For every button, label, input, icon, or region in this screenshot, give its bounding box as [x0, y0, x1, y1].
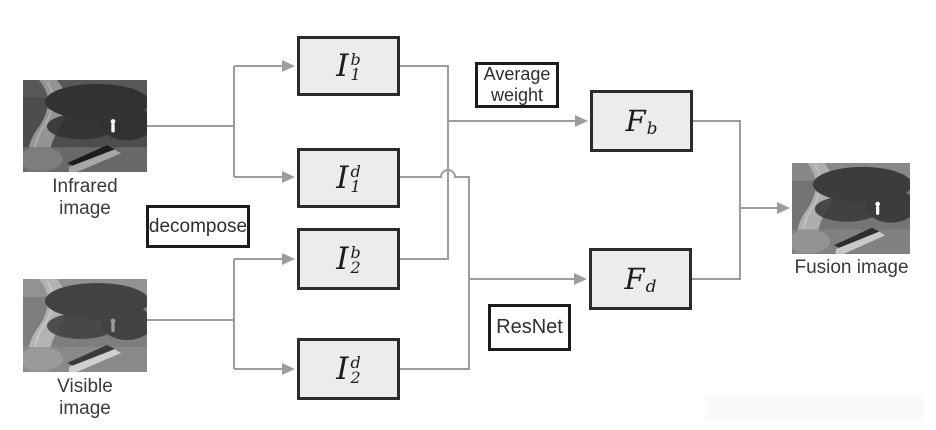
connector-output-merge: [692, 120, 778, 280]
math-sub: 1: [350, 177, 361, 196]
math-sub: d: [645, 277, 657, 297]
math-base: I: [336, 240, 349, 277]
math-sup: d: [350, 352, 361, 372]
connector-detail-merge: [399, 169, 575, 370]
decompose-label-box: decompose: [146, 205, 250, 248]
math-base: I: [336, 47, 349, 84]
math-sub: 2: [350, 368, 361, 387]
fusion-image-label: Fusion image: [794, 257, 909, 278]
average-weight-label-box: Average weight: [475, 62, 559, 108]
arrowhead-icon: [574, 273, 587, 285]
resnet-label-box: ResNet: [488, 304, 571, 351]
math-sup: d: [350, 161, 361, 181]
arrowhead-icon: [777, 202, 790, 214]
arrowhead-icon: [282, 171, 295, 183]
visible-image-label: Visible image: [57, 376, 113, 420]
math-sup: b: [350, 242, 361, 262]
math-base: F: [625, 103, 646, 138]
fusion-image-thumbnail: [792, 163, 910, 254]
arrowhead-icon: [282, 253, 295, 265]
arrowhead-icon: [282, 363, 295, 375]
background-strip: [705, 394, 924, 421]
math-base: F: [624, 261, 645, 296]
connector-base-merge: [399, 65, 576, 260]
math-sub: b: [646, 119, 658, 139]
math-sup: b: [350, 49, 361, 69]
math-sub: 1: [350, 65, 361, 84]
arrowhead-icon: [575, 115, 588, 127]
visible-image-thumbnail: [23, 279, 147, 372]
arrowhead-icon: [282, 60, 295, 72]
math-sub: 2: [350, 258, 361, 277]
math-base: I: [336, 350, 349, 387]
infrared-image-thumbnail: [23, 80, 147, 172]
infrared-image-label: Infrared image: [52, 176, 118, 220]
math-base: I: [336, 159, 349, 196]
connector-visible-branch: [147, 258, 283, 370]
connector-infrared-branch: [147, 65, 283, 178]
